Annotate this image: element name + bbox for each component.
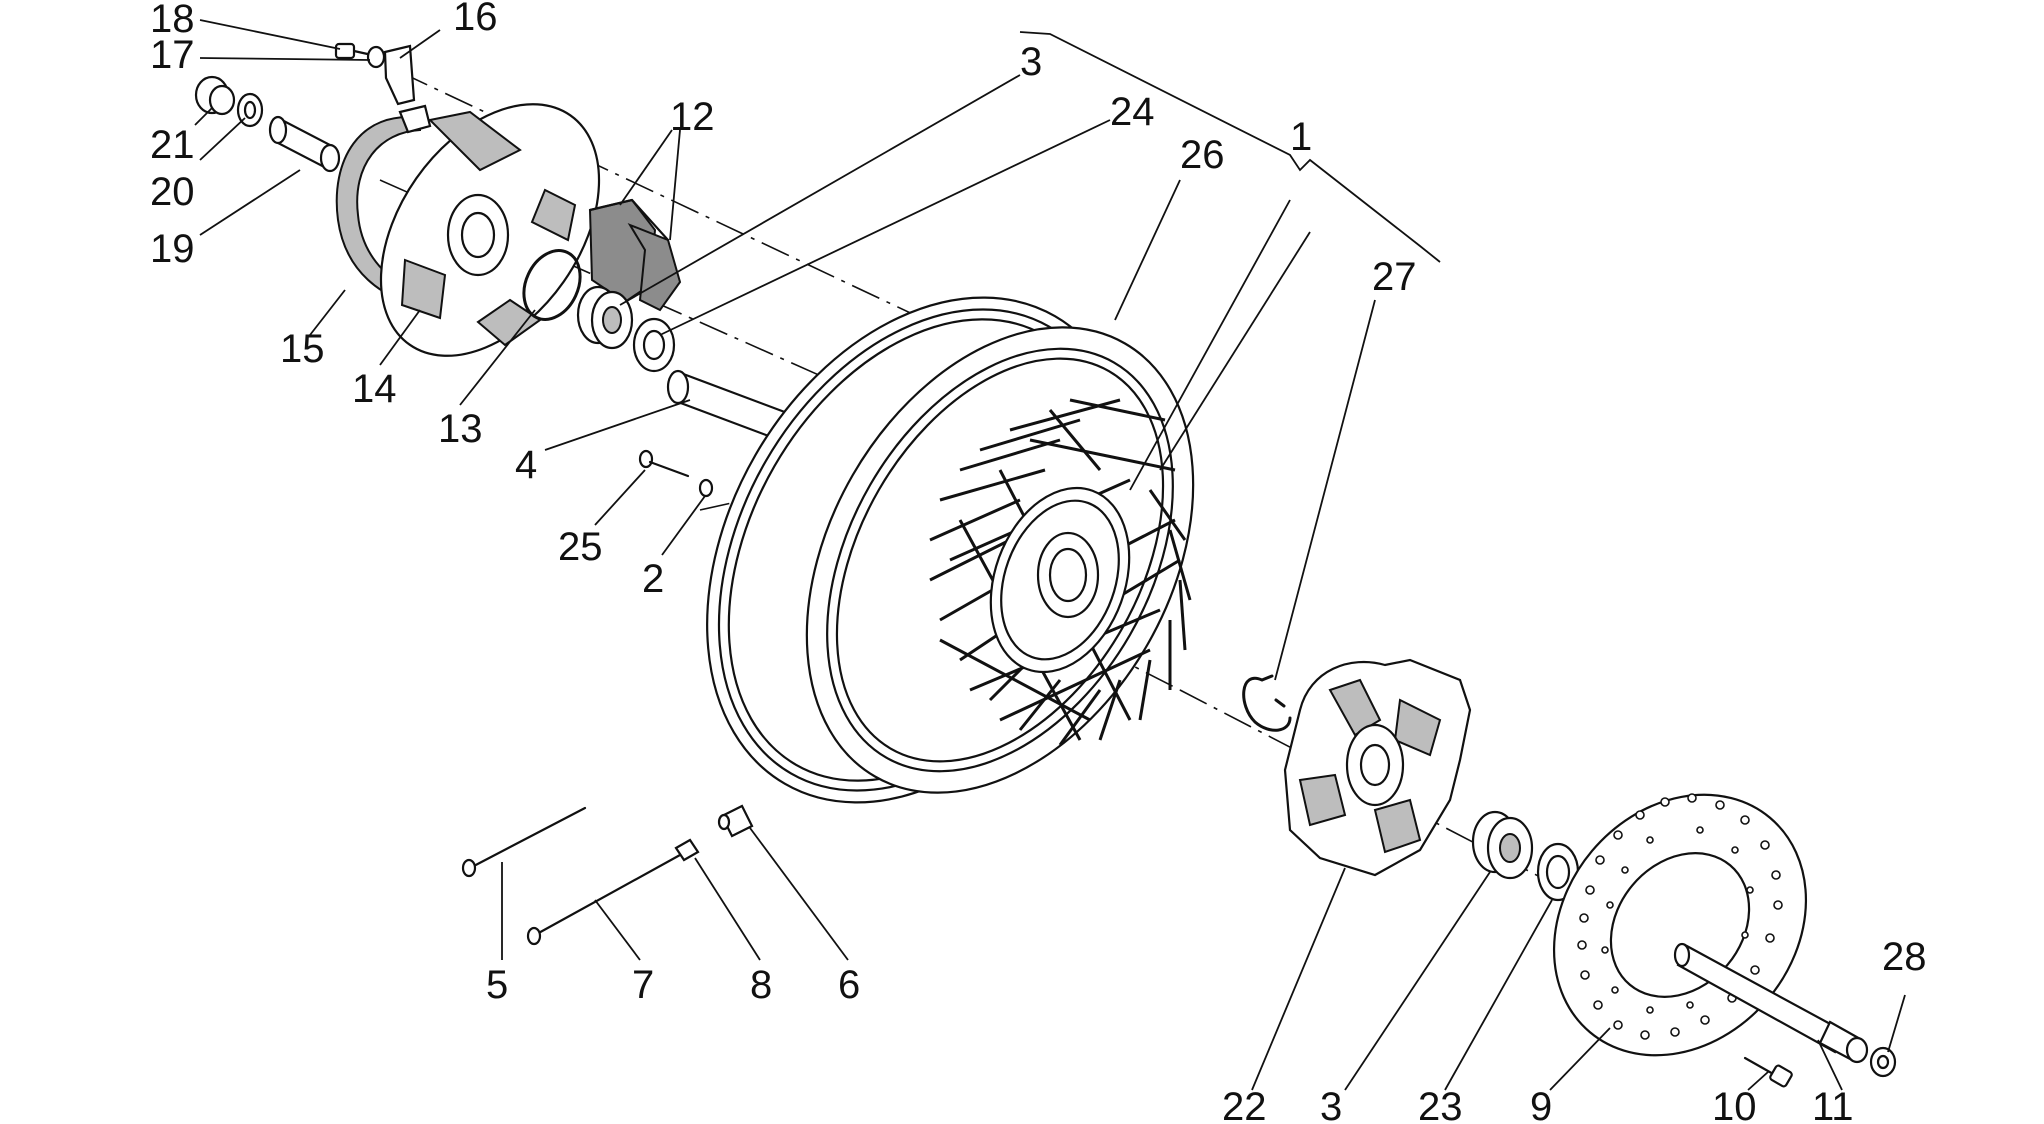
part-10-bolt	[1743, 1056, 1793, 1088]
callout-18: 18	[150, 0, 195, 41]
callout-19: 19	[150, 227, 195, 271]
callout-11: 11	[1812, 1085, 1854, 1124]
callout-22: 22	[1222, 1085, 1267, 1124]
callout-7: 7	[632, 963, 654, 1007]
callout-15: 15	[280, 327, 325, 371]
leader-lines	[194, 19, 1906, 1091]
part-27-circlip	[1242, 674, 1292, 732]
assembly-bracket	[1019, 31, 1441, 263]
part-28-nut	[1869, 1046, 1897, 1078]
callout-28: 28	[1882, 935, 1927, 979]
part-19-spacer	[268, 115, 341, 173]
part-7-spoke	[526, 853, 682, 946]
part-5-spoke	[461, 806, 587, 878]
callout-26: 26	[1180, 133, 1225, 177]
callout-21: 21	[150, 123, 195, 167]
part-16-plate	[383, 44, 416, 106]
part-17-washer	[366, 45, 386, 69]
callout-25: 25	[558, 525, 603, 569]
callout-12: 12	[670, 95, 715, 139]
part-18-bolt	[334, 42, 374, 60]
callout-4: 4	[515, 443, 537, 487]
callout-23: 23	[1418, 1085, 1463, 1124]
callouts: 18 16 17 21 20 19 15 14 13 12 3 24 26 1 …	[150, 0, 1927, 1124]
callout-2: 2	[642, 557, 664, 601]
part-3-bearing-top	[576, 285, 634, 350]
callout-3-bottom: 3	[1320, 1085, 1342, 1124]
callout-8: 8	[750, 963, 772, 1007]
callout-9: 9	[1530, 1085, 1552, 1124]
callout-14: 14	[352, 367, 397, 411]
callout-20: 20	[150, 170, 195, 214]
part-21-nut	[194, 75, 236, 116]
part-6-valve	[717, 804, 754, 838]
part-2-washer	[698, 478, 714, 498]
callout-5: 5	[486, 963, 508, 1007]
callout-16: 16	[453, 0, 498, 39]
part-26-wheel	[706, 296, 1195, 804]
callout-3-top: 3	[1020, 40, 1042, 84]
callout-13: 13	[438, 407, 483, 451]
callout-24: 24	[1110, 90, 1155, 134]
callout-6: 6	[838, 963, 860, 1007]
part-3-bearing-bottom	[1471, 810, 1534, 880]
part-9-brake-disc	[1552, 793, 1808, 1057]
callout-1: 1	[1290, 115, 1312, 159]
part-14-flange	[379, 103, 601, 357]
part-11-spindle	[1673, 942, 1869, 1064]
part-24-seal	[632, 317, 676, 373]
part-25-screw	[638, 449, 690, 478]
callout-10: 10	[1712, 1085, 1757, 1124]
part-13-oring	[522, 249, 582, 321]
part-8-nipple	[674, 838, 700, 862]
callout-17: 17	[150, 33, 195, 77]
part-22-carrier	[1283, 658, 1472, 877]
part-12-rubbers	[588, 198, 682, 312]
callout-27: 27	[1372, 255, 1417, 299]
